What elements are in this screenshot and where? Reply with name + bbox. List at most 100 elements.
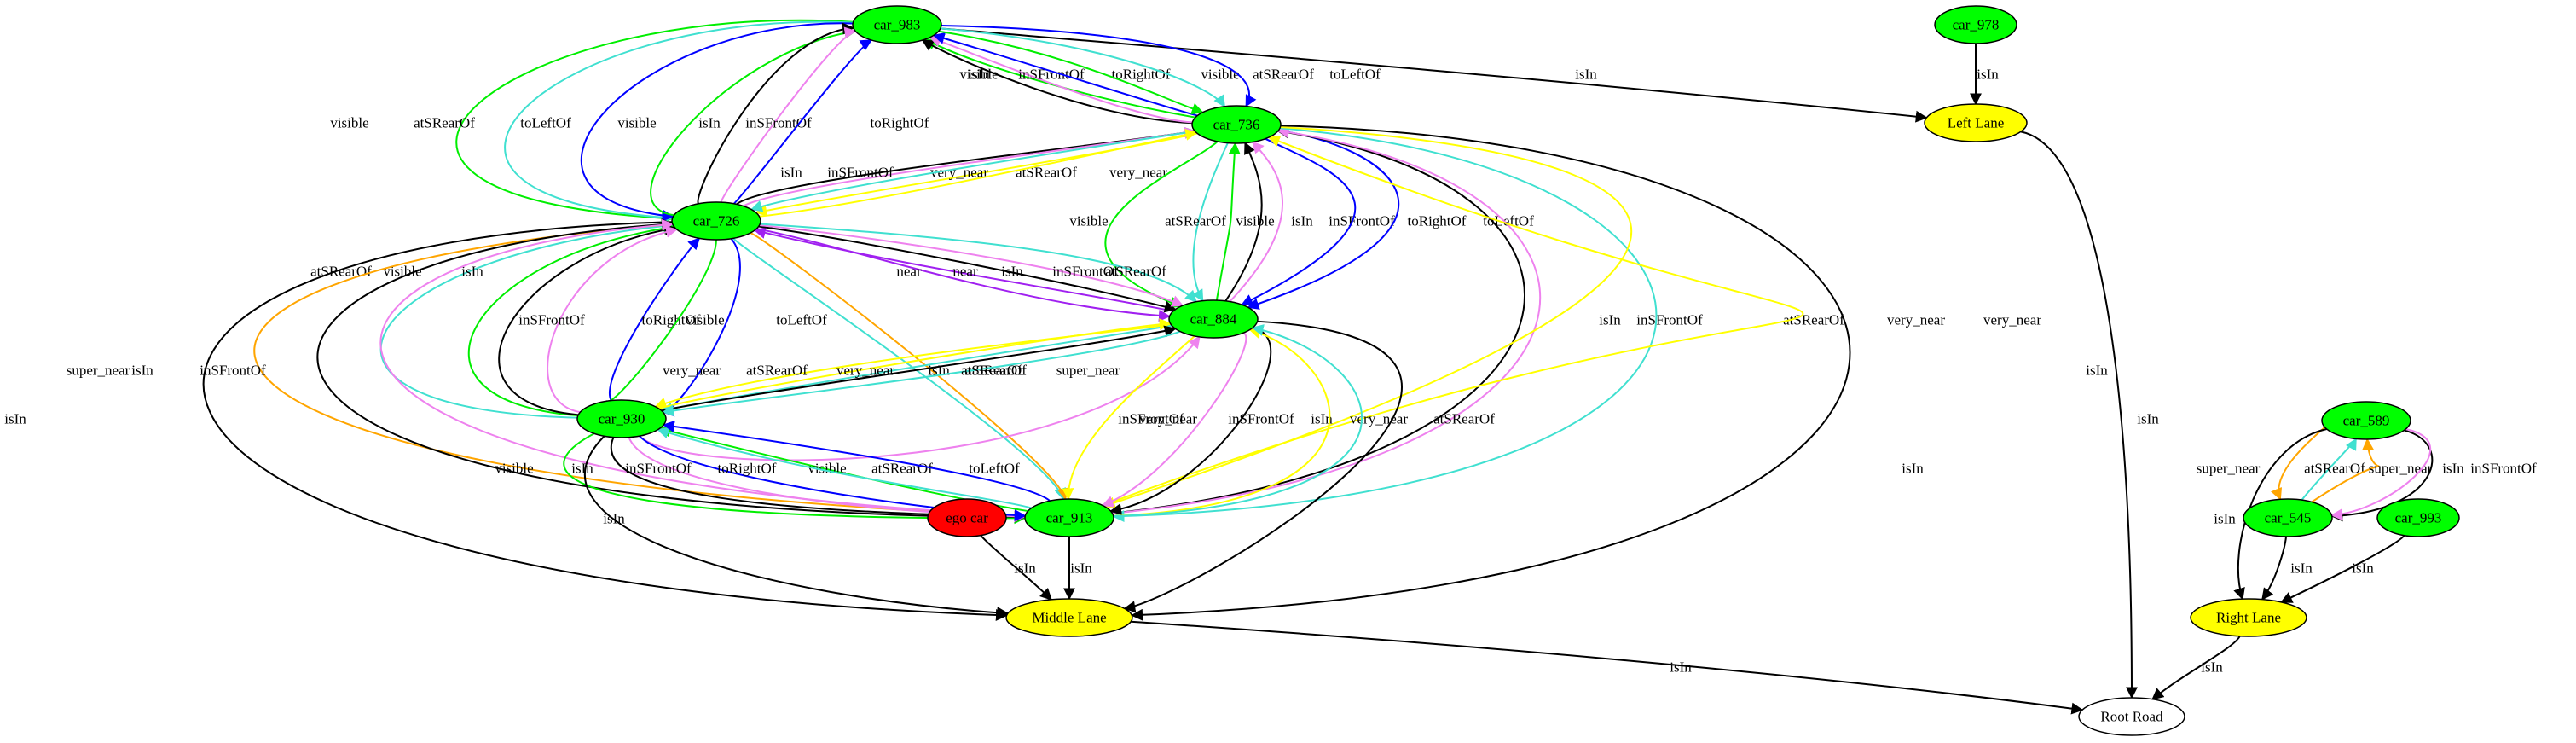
edge-car_589-car_545 xyxy=(2330,429,2434,522)
edge-label: inSFrontOf xyxy=(200,363,266,379)
node-car_930: car_930 xyxy=(576,399,667,438)
edge-car_726-car_884 xyxy=(756,228,1171,322)
edge-car_884-car_913 xyxy=(1101,332,1247,508)
edge-label: atSRearOf xyxy=(965,363,1027,379)
edge-car_884-car_736 xyxy=(1215,142,1241,301)
edge-label: isIn xyxy=(1902,461,1924,477)
edge-label: inSFrontOf xyxy=(827,165,894,181)
edge-car_726-car_930 xyxy=(606,239,717,414)
node-shape xyxy=(2321,401,2411,440)
edge-label: isIn xyxy=(1001,264,1023,280)
edge-label: isIn xyxy=(4,411,26,427)
edge-car_726-car_913 xyxy=(253,223,1027,522)
node-shape xyxy=(927,498,1007,537)
edge-car_930-middle_lane xyxy=(583,435,1010,619)
node-shape xyxy=(2190,598,2307,637)
edge-car_726-car_983 xyxy=(720,26,857,203)
edge-label: isIn xyxy=(1977,67,1999,83)
edge-car_913-car_736 xyxy=(1102,136,1804,507)
node-shape xyxy=(2243,498,2333,537)
edge-car_983-car_726 xyxy=(455,19,854,224)
edge-label: inSFrontOf xyxy=(1636,312,1703,328)
edge-car_983-car_736 xyxy=(940,27,1226,107)
edge-label: super_near xyxy=(2197,461,2261,477)
edge-car_545-right_lane xyxy=(2261,536,2287,601)
edge-car_726-car_983 xyxy=(733,39,873,205)
node-label: car_978 xyxy=(1953,17,2000,33)
node-shape xyxy=(1005,598,1133,637)
edge-car_930-car_726 xyxy=(467,222,676,417)
node-right_lane: Right Lane xyxy=(2190,598,2307,637)
edge-car_884-car_913 xyxy=(1109,327,1272,515)
edges-layer: isIn isIn isIn visible isIn inSFrontOf toRight… xyxy=(4,19,2537,715)
edge-car_726-car_983 xyxy=(650,26,857,217)
edge-car_589-car_545 xyxy=(2271,426,2326,501)
node-car_545: car_545 xyxy=(2243,498,2333,537)
edge-label: visible xyxy=(1069,213,1108,229)
edge-label: isIn xyxy=(571,461,593,477)
edge-label: toLeftOf xyxy=(520,115,571,131)
edge-car_983-car_726 xyxy=(504,20,854,223)
edge-car_884-car_736 xyxy=(1229,141,1283,303)
node-car_983: car_983 xyxy=(852,5,942,44)
node-shape xyxy=(2078,697,2185,736)
node-label: Right Lane xyxy=(2216,610,2281,626)
edge-label: inSFrontOf xyxy=(625,461,692,477)
node-car_978: car_978 xyxy=(1934,5,2017,44)
node-car_736: car_736 xyxy=(1191,105,1282,144)
edge-label: very_near xyxy=(836,363,894,379)
edge-car_884-car_736 xyxy=(1224,142,1263,302)
edge-label: inSFrontOf xyxy=(2470,461,2537,477)
edge-label: atSRearOf xyxy=(871,461,933,477)
edge-label: near xyxy=(952,264,978,280)
edge-label: atSRearOf xyxy=(1433,411,1495,427)
edge-label: isIn xyxy=(1311,411,1333,427)
edge-car_726-car_736 xyxy=(759,129,1198,218)
node-label: car_545 xyxy=(2265,510,2312,526)
edge-label: isIn xyxy=(2214,511,2236,527)
edge-label: atSRearOf xyxy=(1016,165,1077,181)
edge-car_983-car_736 xyxy=(941,25,1257,107)
edge-label: super_near xyxy=(67,363,130,379)
edge-right_lane-root_road xyxy=(2151,636,2241,700)
edge-label: visible xyxy=(1201,67,1239,83)
edge-car_930-car_884 xyxy=(658,318,1172,409)
edge-label: inSFrontOf xyxy=(1052,264,1119,280)
edge-label: super_near xyxy=(2369,461,2433,477)
edge-label: toRightOf xyxy=(718,461,777,477)
node-car_913: car_913 xyxy=(1024,498,1114,537)
edge-label: very_near xyxy=(1139,411,1197,427)
edge-label: isIn xyxy=(461,264,483,280)
edge-label: isIn xyxy=(1599,312,1621,328)
node-shape xyxy=(1924,103,2028,142)
edge-label: very_near xyxy=(1350,411,1408,427)
edge-label: isIn xyxy=(1070,560,1092,577)
edge-car_930-car_913 xyxy=(563,432,1027,525)
edge-car_913-car_726 xyxy=(316,218,1026,519)
edge-label: visible xyxy=(617,115,656,131)
edge-label: very_near xyxy=(1887,312,1945,328)
edge-car_913-car_736 xyxy=(1112,126,1542,514)
edge-label: very_near xyxy=(930,165,988,181)
edge-label: isIn xyxy=(2086,363,2108,379)
edge-car_913-car_726 xyxy=(379,218,1026,517)
edge-label: very_near xyxy=(663,363,721,379)
edge-label: visible xyxy=(330,115,368,131)
edge-label: isIn xyxy=(2137,411,2159,427)
node-label: car_983 xyxy=(874,17,921,33)
node-label: Left Lane xyxy=(1948,115,2005,131)
edge-car_884-car_913 xyxy=(1062,335,1195,501)
edge-label: isIn xyxy=(1670,659,1692,676)
edge-label: inSFrontOf xyxy=(745,115,812,131)
edge-car_930-car_726 xyxy=(609,237,701,402)
edge-label: visible xyxy=(495,461,533,477)
edge-label: inSFrontOf xyxy=(1118,411,1184,427)
edge-label: isIn xyxy=(1575,67,1597,83)
edge-car_736-car_884 xyxy=(1192,142,1229,302)
edge-label: inSFrontOf xyxy=(518,312,585,328)
edge-label: isIn xyxy=(1014,560,1036,577)
edge-label: atSRearOf xyxy=(961,363,1022,379)
edge-label: toLeftOf xyxy=(1329,67,1381,83)
